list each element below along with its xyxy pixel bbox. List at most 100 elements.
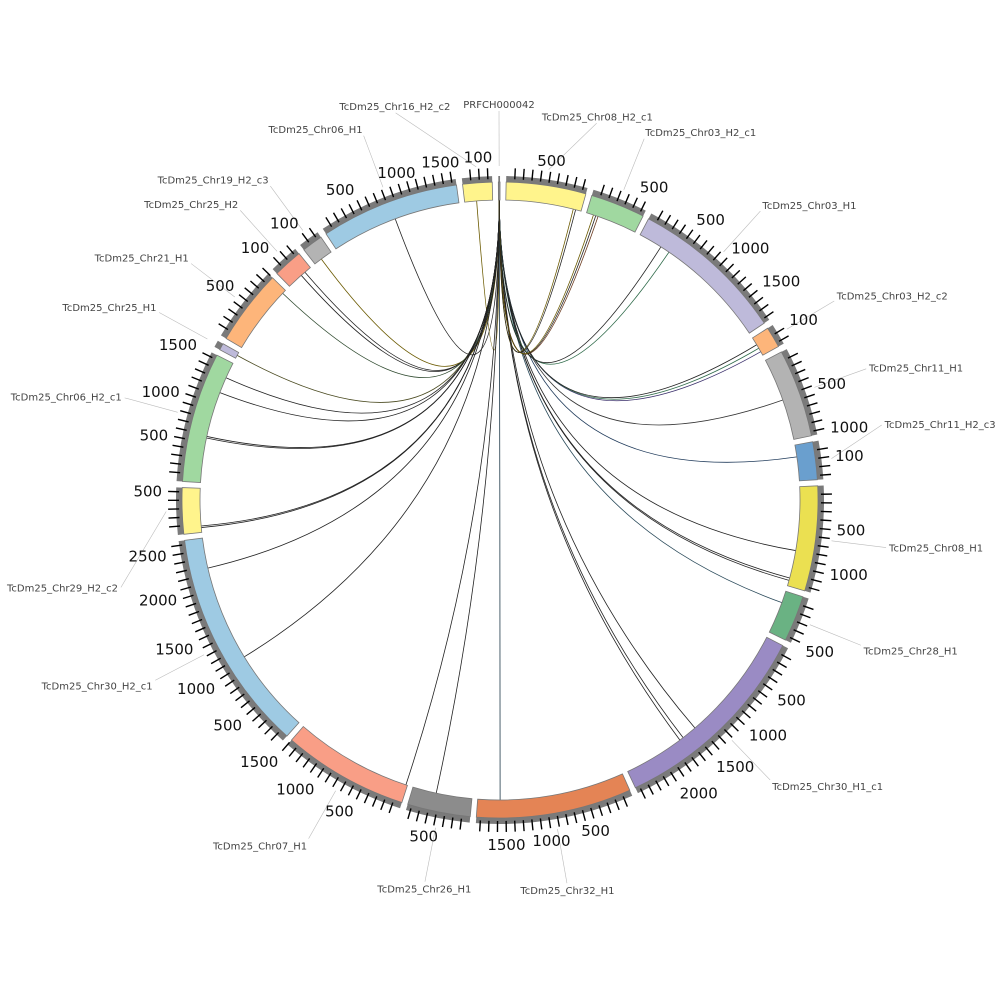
tick-label: 500: [409, 827, 438, 845]
name-leader-line: [159, 312, 208, 340]
tick-label: 1500: [240, 753, 278, 771]
tick-mark: [814, 561, 826, 566]
tick-mark: [249, 280, 260, 289]
tick-mark: [255, 273, 265, 283]
segment-axis-band: [405, 804, 471, 823]
tick-mark: [812, 570, 824, 575]
tick-mark: [522, 168, 525, 180]
tick-mark: [616, 190, 622, 202]
tick-mark: [238, 294, 249, 303]
tick-mark: [816, 447, 828, 451]
name-leader-line: [270, 185, 304, 231]
tick-mark: [522, 820, 525, 832]
tick-mark: [684, 762, 692, 772]
tick-mark: [198, 634, 210, 641]
tick-mark: [632, 197, 638, 209]
tick-mark: [539, 818, 543, 830]
link-TcDm25_Chr03_H1: [498, 199, 662, 364]
tick-mark: [818, 536, 830, 540]
segment-name-label: TcDm25_Chr03_H2_c1: [644, 128, 756, 139]
link-TcDm25_Chr21_H1: [282, 200, 500, 378]
tick-mark: [639, 201, 647, 212]
tick-mark: [741, 710, 751, 719]
links-layer: [201, 199, 797, 801]
tick-label: 1000: [532, 832, 570, 850]
tick-mark: [662, 776, 670, 787]
tick-label: 500: [140, 427, 169, 445]
tick-label: 1000: [276, 780, 314, 798]
tick-mark: [565, 174, 569, 186]
tick-mark: [202, 352, 213, 359]
tick-mark: [406, 181, 411, 193]
tick-mark: [415, 810, 420, 822]
tick-mark: [608, 187, 614, 199]
tick-mark: [781, 653, 792, 661]
tick-label: 1000: [731, 240, 769, 258]
link-TcDm25_Chr07_H1: [405, 200, 500, 785]
tick-mark: [793, 629, 804, 635]
link-TcDm25_Chr30_H2_c1: [207, 200, 500, 569]
segment-TcDm25_Chr07_H1: [281, 725, 408, 814]
tick-label: 100: [270, 215, 299, 233]
segment-TcDm25_Chr03_H1: [639, 210, 774, 334]
segment-name-label: TcDm25_Chr08_H2_c1: [541, 112, 653, 123]
segment-name-label: TcDm25_Chr08_H1: [888, 543, 983, 554]
tick-label: 1000: [377, 164, 415, 182]
segment-name-label: TcDm25_Chr06_H1: [267, 125, 362, 136]
tick-mark: [802, 605, 814, 611]
tick-mark: [191, 376, 203, 382]
tick-mark: [685, 229, 694, 240]
segment-ideogram: [751, 327, 780, 356]
tick-mark: [723, 729, 733, 738]
tick-mark: [647, 784, 654, 795]
name-leader-line: [831, 424, 882, 459]
tick-mark: [799, 613, 811, 619]
segment-TcDm25_Chr16_H2_c2: [461, 168, 494, 203]
tick-mark: [810, 578, 822, 583]
link-TcDm25_Chr03_H2_c2: [498, 199, 759, 400]
segment-name-label: TcDm25_Chr03_H1: [761, 201, 856, 212]
name-leader-line: [548, 122, 597, 170]
tick-mark: [171, 544, 183, 548]
segment-ideogram: [639, 218, 765, 334]
tick-mark: [820, 519, 832, 522]
link-TcDm25_Chr08_H2_c1: [498, 199, 577, 353]
tick-mark: [639, 788, 646, 799]
tick-label: 1000: [830, 419, 868, 437]
tick-mark: [223, 315, 234, 323]
tick-label: 500: [213, 716, 242, 734]
tick-mark: [348, 203, 355, 215]
segment-ideogram: [290, 725, 408, 803]
tick-mark: [450, 817, 454, 829]
tick-mark: [173, 435, 186, 440]
tick-label: 2500: [129, 548, 167, 566]
tick-mark: [671, 219, 679, 230]
tick-label: 500: [837, 521, 866, 539]
tick-mark: [423, 176, 428, 188]
tick-mark: [380, 799, 386, 811]
name-leader-line: [723, 210, 761, 253]
segment-ideogram: [497, 181, 501, 201]
tick-label: 500: [325, 803, 354, 821]
tick-mark: [767, 675, 778, 684]
segment-name-label: TcDm25_Chr25_H1: [61, 303, 156, 314]
tick-mark: [258, 719, 267, 729]
segment-ideogram: [475, 773, 631, 819]
tick-mark: [757, 690, 768, 698]
tick-mark: [325, 216, 333, 228]
tick-mark: [556, 173, 561, 185]
tick-mark: [748, 289, 758, 298]
tick-label: 500: [326, 181, 355, 199]
segment-ideogram: [407, 786, 473, 818]
segment-TcDm25_Chr25_H2: [272, 245, 311, 287]
tick-mark: [169, 525, 181, 528]
tick-mark: [548, 817, 552, 829]
tick-mark: [188, 384, 199, 390]
tick-mark: [678, 224, 687, 235]
tick-mark: [819, 464, 831, 468]
tick-label: 1500: [716, 758, 754, 776]
tick-label: 1000: [749, 727, 787, 745]
tick-mark: [742, 283, 753, 292]
tick-mark: [215, 665, 226, 672]
name-leader-line: [363, 135, 384, 188]
